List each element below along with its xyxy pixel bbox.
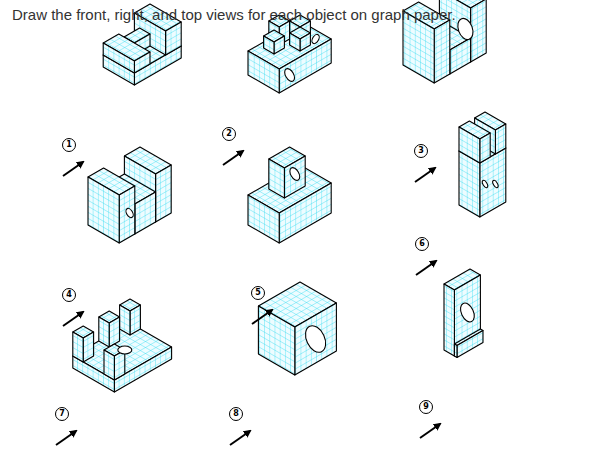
object-face	[248, 195, 279, 243]
hole	[481, 180, 488, 189]
object-face	[269, 159, 285, 198]
object-face	[284, 156, 305, 198]
callout-number: 9	[419, 400, 433, 414]
object-face	[134, 52, 150, 73]
object-face	[480, 133, 490, 163]
callout-number: 4	[62, 288, 76, 302]
isometric-object	[248, 15, 331, 93]
hole	[455, 16, 476, 41]
view-arrow	[63, 312, 83, 326]
view-arrow	[415, 168, 435, 182]
object-face	[135, 192, 156, 234]
isometric-object	[258, 282, 336, 375]
callout-number: 5	[251, 286, 265, 300]
object-face	[103, 43, 134, 73]
callout-number: 7	[55, 407, 69, 421]
view-arrow	[420, 424, 440, 438]
callout-text: 8	[233, 410, 239, 418]
view-arrow	[223, 151, 243, 165]
object-face	[274, 36, 284, 54]
callout-text: 1	[66, 141, 72, 149]
view-arrow	[63, 162, 83, 176]
object-face	[295, 303, 337, 375]
object-face	[264, 36, 274, 54]
view-arrow	[416, 261, 436, 275]
object-face	[120, 305, 130, 335]
hole	[492, 180, 499, 189]
object-face	[248, 51, 279, 93]
isometric-object	[73, 299, 172, 392]
callout-text: 9	[423, 403, 429, 411]
hole	[310, 33, 320, 45]
object-face	[290, 33, 300, 51]
object-face	[495, 124, 505, 154]
callout-number: 6	[415, 237, 429, 251]
callout-text: 3	[418, 147, 424, 155]
callout-text: 4	[66, 291, 72, 299]
isometric-object	[459, 112, 506, 217]
isometric-object	[444, 269, 483, 358]
hole	[118, 346, 132, 354]
callout-text: 2	[226, 130, 232, 138]
view-arrow	[230, 431, 250, 445]
view-arrow	[252, 310, 272, 324]
isometric-object	[88, 147, 171, 243]
object-face	[450, 38, 471, 74]
object-face	[156, 165, 172, 222]
object-face	[454, 344, 457, 358]
callout-text: 6	[419, 240, 425, 248]
object-face	[457, 331, 483, 358]
object-face	[434, 20, 450, 83]
callout-number: 2	[222, 127, 236, 141]
callout-number: 8	[229, 407, 243, 421]
object-face	[83, 332, 93, 362]
object-face	[114, 347, 171, 392]
isometric-object	[248, 147, 331, 243]
callout-text: 7	[59, 410, 65, 418]
callout-text: 5	[255, 289, 261, 297]
object-face	[119, 186, 135, 243]
hole	[458, 301, 477, 324]
object-face	[88, 177, 119, 243]
object-face	[99, 317, 109, 347]
object-face	[130, 305, 140, 335]
object-face	[444, 284, 454, 356]
object-face	[109, 317, 119, 347]
object-face	[459, 127, 480, 163]
hole	[125, 207, 135, 219]
hole	[283, 67, 297, 83]
object-face	[104, 350, 114, 380]
callout-number: 1	[62, 138, 76, 152]
callout-number: 3	[414, 144, 428, 158]
instruction-title: Draw the front, right, and top views for…	[12, 6, 456, 23]
view-arrow	[56, 431, 76, 445]
hole	[288, 166, 302, 182]
object-face	[73, 332, 83, 362]
object-face	[300, 33, 310, 51]
object-face	[114, 350, 124, 380]
hole	[302, 323, 330, 356]
object-face	[166, 22, 182, 55]
